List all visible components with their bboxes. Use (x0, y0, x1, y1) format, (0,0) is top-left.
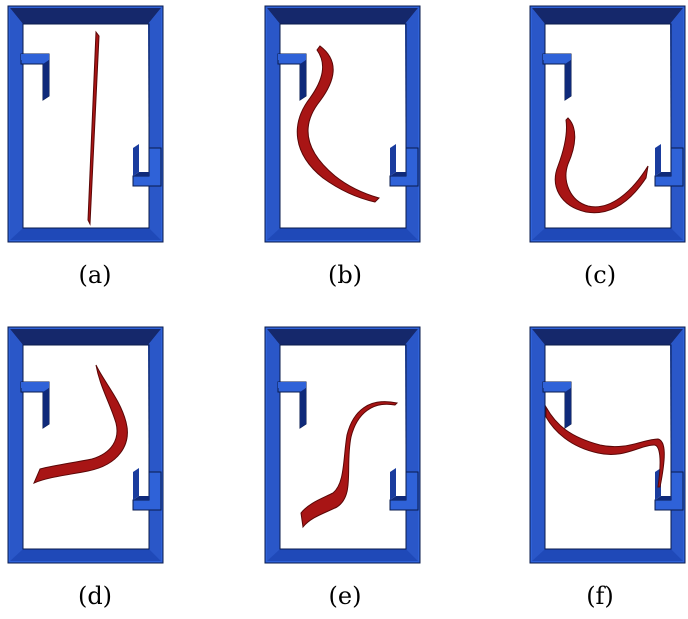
ribbon (554, 117, 649, 214)
room-walls (7, 326, 164, 564)
caption-a: (a) (78, 261, 111, 289)
panel-a (7, 5, 164, 243)
ribbon (87, 30, 100, 226)
caption-e: (e) (329, 582, 362, 610)
caption-c: (c) (584, 261, 616, 289)
ribbon (33, 364, 128, 484)
panel-f (529, 326, 686, 564)
room-walls (264, 5, 421, 243)
room-walls (264, 326, 421, 564)
caption-f: (f) (586, 582, 614, 610)
ribbon (300, 401, 399, 529)
panel-d (7, 326, 164, 564)
caption-d: (d) (78, 582, 112, 610)
panel-e (264, 326, 421, 564)
panel-b (264, 5, 421, 243)
caption-b: (b) (328, 261, 362, 289)
panel-c (529, 5, 686, 243)
room-walls (7, 5, 164, 243)
ribbon (545, 405, 665, 488)
ribbon (296, 45, 380, 203)
